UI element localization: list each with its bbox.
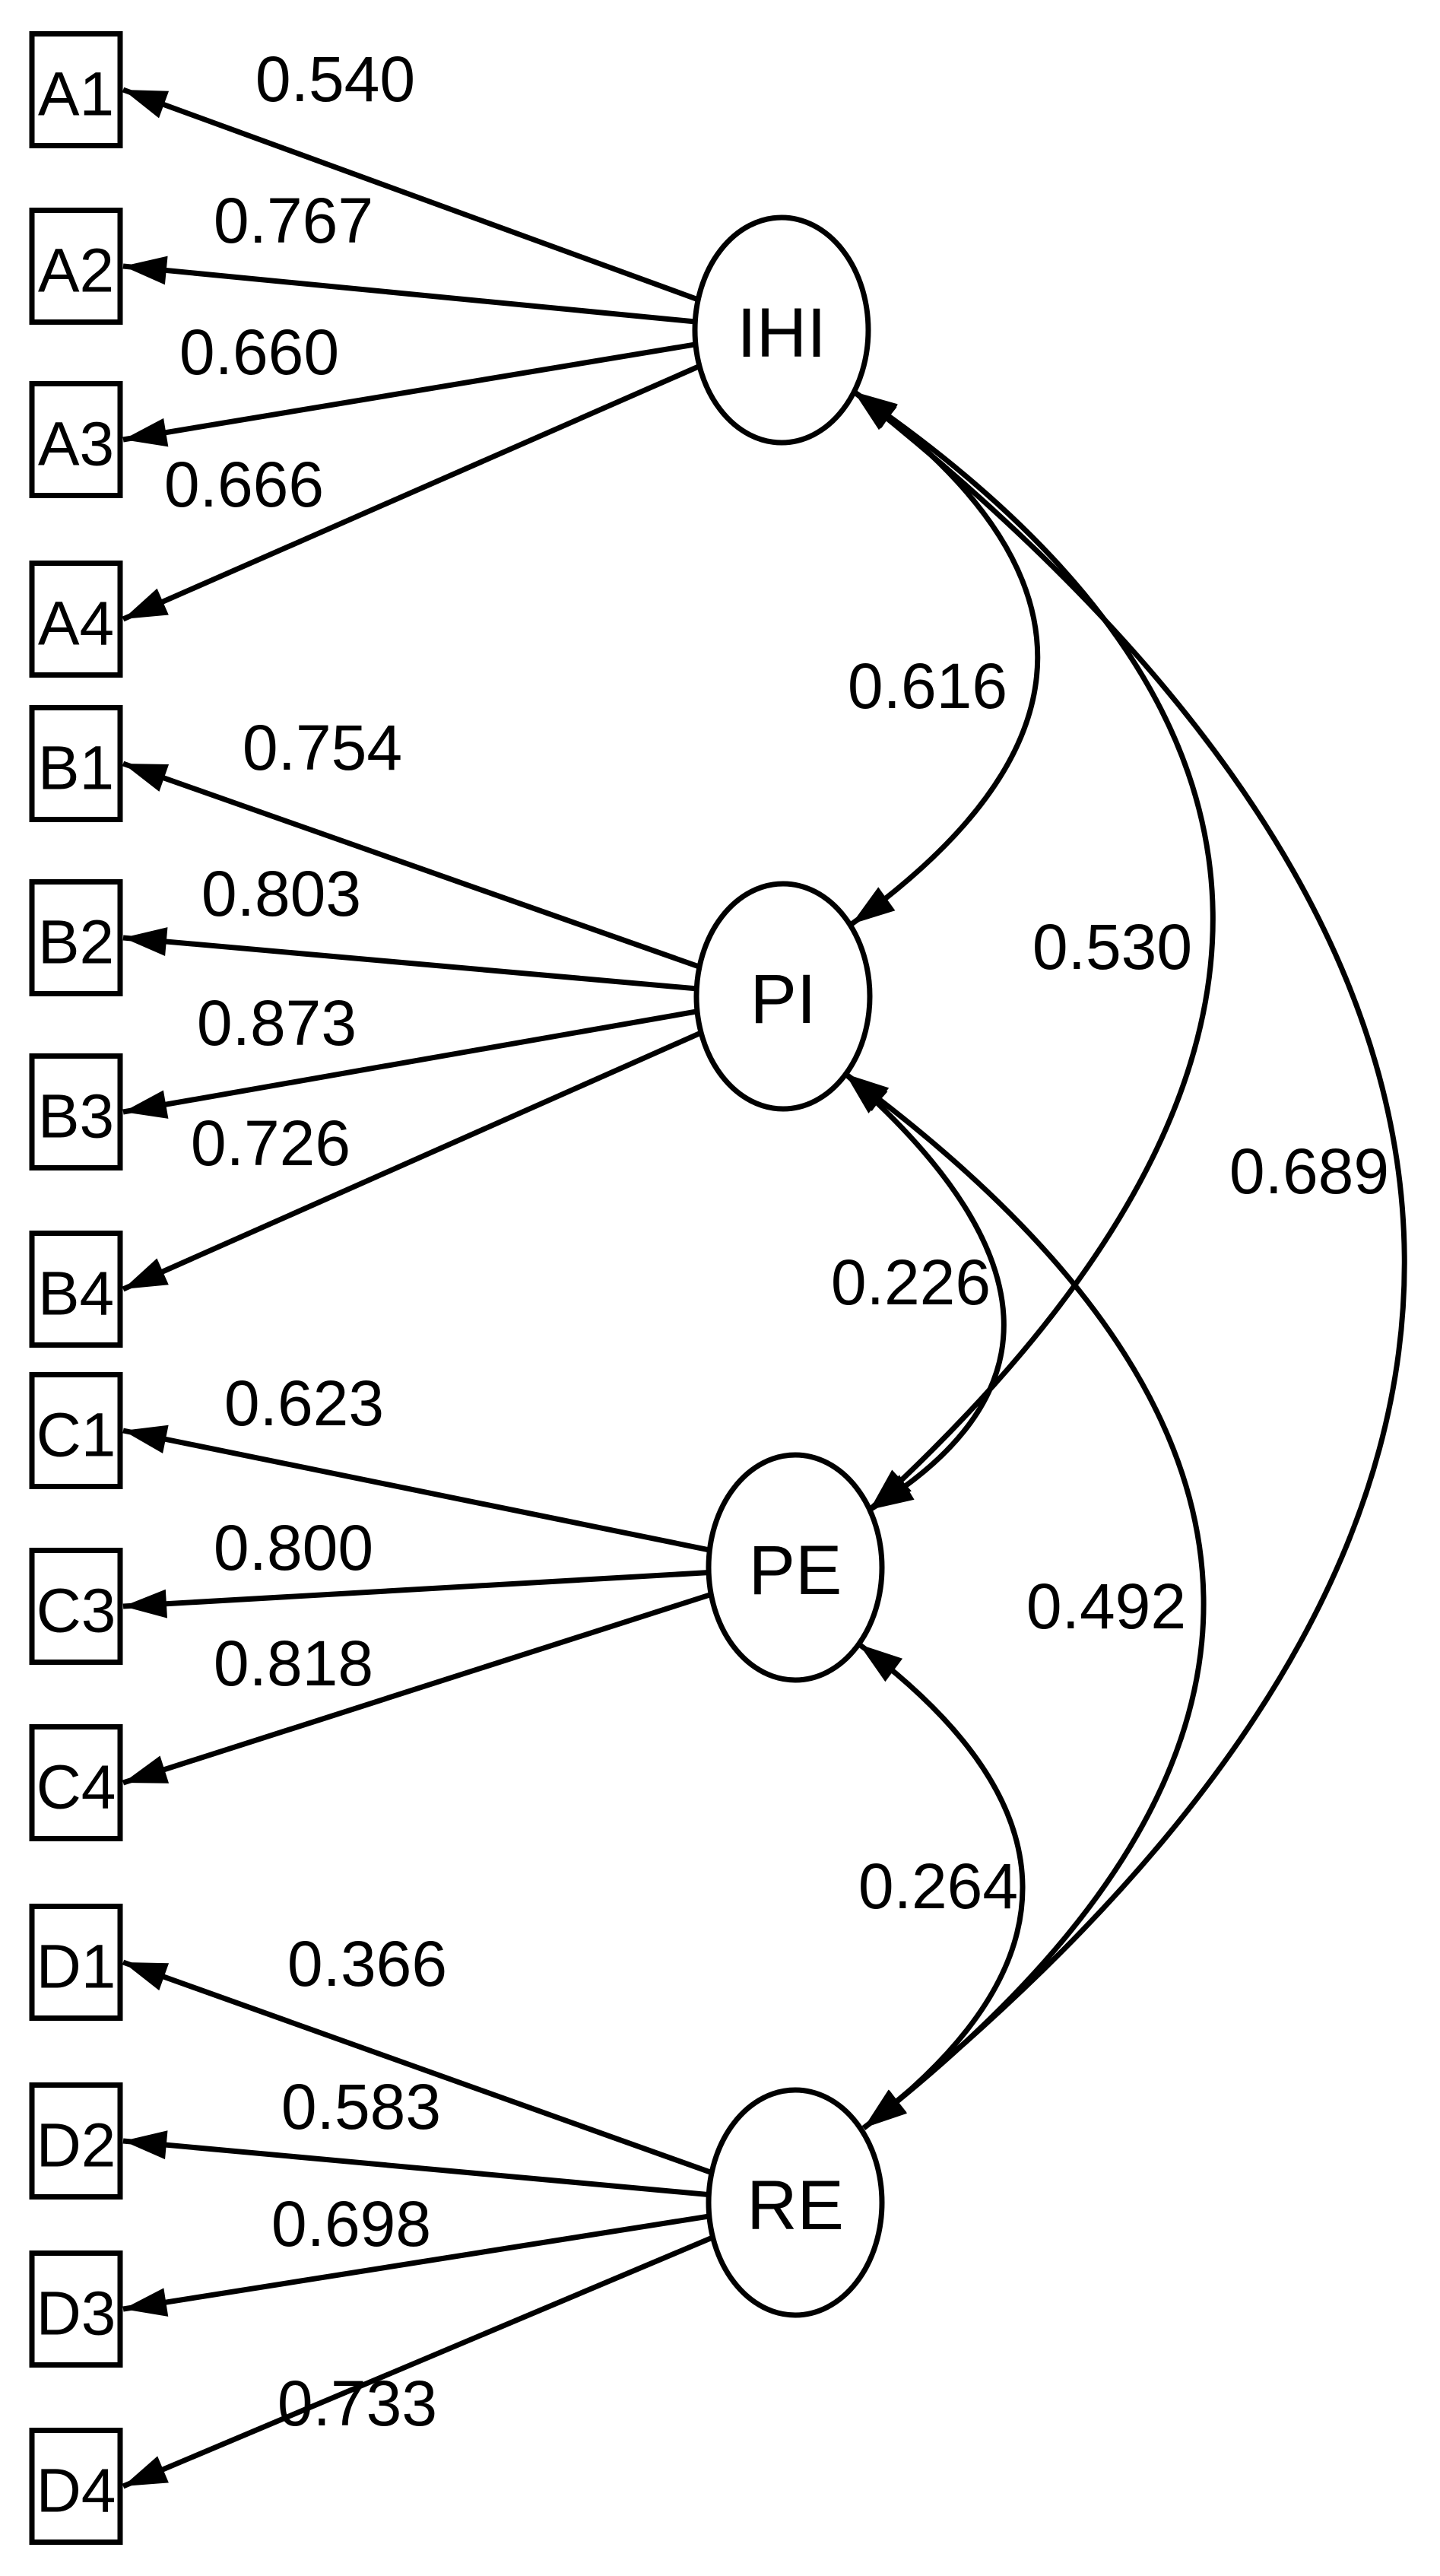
- loading-value-PE-C3: 0.800: [214, 1512, 373, 1583]
- indicator-label-D3: D3: [36, 2279, 116, 2349]
- indicator-label-C4: C4: [36, 1753, 116, 1822]
- loading-value-IHI-A1: 0.540: [255, 43, 415, 115]
- indicator-box-C3: [29, 1548, 123, 1665]
- indicator-label-D2: D2: [36, 2111, 116, 2181]
- nodes-layer: [29, 31, 885, 2545]
- covariance-arc-PI-RE: [843, 1072, 1207, 2130]
- loading-value-PE-C1: 0.623: [224, 1367, 384, 1439]
- indicator-label-A4: A4: [38, 589, 114, 659]
- indicator-label-A1: A1: [38, 60, 114, 129]
- covariance-value-PI-PE: 0.226: [831, 1247, 991, 1318]
- indicator-label-C3: C3: [36, 1577, 116, 1646]
- loading-arrow-RE-D3: [122, 2200, 796, 2317]
- covariance-arc-PE-RE: [857, 1642, 1026, 2130]
- covariance-value-IHI-RE: 0.689: [1229, 1136, 1389, 1207]
- indicator-label-B2: B2: [38, 908, 114, 977]
- covariance-value-IHI-PI: 0.616: [848, 650, 1007, 722]
- latent-ellipse-PE: [706, 1452, 885, 1683]
- indicator-label-B1: B1: [38, 734, 114, 803]
- loading-arrow-RE-D1: [122, 1959, 797, 2206]
- latent-ellipse-RE: [706, 2087, 885, 2318]
- indicator-box-B1: [29, 705, 123, 822]
- indicator-box-A2: [29, 208, 123, 325]
- indicator-label-A2: A2: [38, 237, 114, 306]
- indicator-label-C1: C1: [36, 1401, 116, 1470]
- loading-value-RE-D1: 0.366: [287, 1928, 447, 1999]
- loading-arrow-PI-B2: [122, 927, 784, 999]
- loading-arrow-IHI-A4: [122, 327, 783, 622]
- loading-arrow-IHI-A1: [122, 87, 783, 333]
- indicator-label-D4: D4: [36, 2457, 116, 2526]
- indicator-box-A1: [29, 31, 123, 148]
- indicator-box-C4: [29, 1724, 123, 1841]
- indicator-box-A4: [29, 561, 123, 678]
- loading-arrow-PI-B4: [122, 993, 785, 1292]
- latent-label-PE: PE: [749, 1532, 842, 1609]
- indicator-box-D2: [29, 2082, 123, 2200]
- indicator-label-B3: B3: [38, 1082, 114, 1151]
- loading-arrow-PE-C1: [122, 1425, 796, 1571]
- latent-label-IHI: IHI: [737, 294, 826, 372]
- latent-label-RE: RE: [747, 2167, 844, 2244]
- covariance-value-PI-RE: 0.492: [1026, 1571, 1186, 1642]
- indicator-box-D3: [29, 2250, 123, 2368]
- loading-value-RE-D3: 0.698: [271, 2188, 431, 2260]
- latent-ellipse-PI: [693, 881, 873, 1112]
- loading-value-PI-B2: 0.803: [201, 858, 361, 929]
- indicator-label-B4: B4: [38, 1259, 114, 1329]
- loading-value-RE-D2: 0.583: [281, 2071, 441, 2142]
- indicator-label-D1: D1: [36, 1933, 116, 2002]
- indicator-box-B4: [29, 1231, 123, 1348]
- indicator-box-A3: [29, 381, 123, 498]
- covariance-arc-IHI-PE: [852, 389, 1216, 1512]
- loading-value-IHI-A2: 0.767: [214, 185, 373, 256]
- indicator-box-D1: [29, 1904, 123, 2021]
- indicator-box-D4: [29, 2428, 123, 2545]
- loading-value-IHI-A3: 0.660: [179, 316, 339, 388]
- loading-arrow-RE-D4: [122, 2200, 797, 2489]
- covariance-arc-PI-PE: [843, 1072, 1007, 1512]
- loading-value-PI-B3: 0.873: [197, 987, 357, 1059]
- indicator-box-B2: [29, 879, 123, 996]
- loading-value-IHI-A4: 0.666: [164, 449, 324, 520]
- indicator-label-A3: A3: [38, 410, 114, 479]
- loading-arrow-RE-D2: [122, 2130, 796, 2206]
- loading-value-PI-B4: 0.726: [191, 1107, 350, 1179]
- loading-arrow-IHI-A2: [122, 256, 782, 333]
- latent-label-PI: PI: [750, 961, 817, 1038]
- indicator-box-B3: [29, 1053, 123, 1170]
- indicator-box-C1: [29, 1372, 123, 1489]
- loading-value-RE-D4: 0.733: [278, 2368, 437, 2439]
- loading-value-PE-C4: 0.818: [214, 1628, 373, 1699]
- covariance-value-PE-RE: 0.264: [858, 1850, 1018, 1922]
- loading-arrow-PE-C4: [122, 1564, 797, 1786]
- loading-arrow-PI-B3: [122, 993, 784, 1119]
- loading-arrow-PE-C3: [122, 1564, 796, 1618]
- loading-arrow-PI-B1: [122, 761, 785, 999]
- covariance-value-IHI-PE: 0.530: [1032, 911, 1192, 983]
- loading-value-PI-B1: 0.754: [243, 712, 402, 783]
- edges-layer: [122, 87, 1407, 2489]
- covariance-arc-IHI-RE: [852, 389, 1407, 2130]
- loading-arrow-IHI-A3: [122, 327, 782, 447]
- latent-ellipse-IHI: [692, 214, 871, 446]
